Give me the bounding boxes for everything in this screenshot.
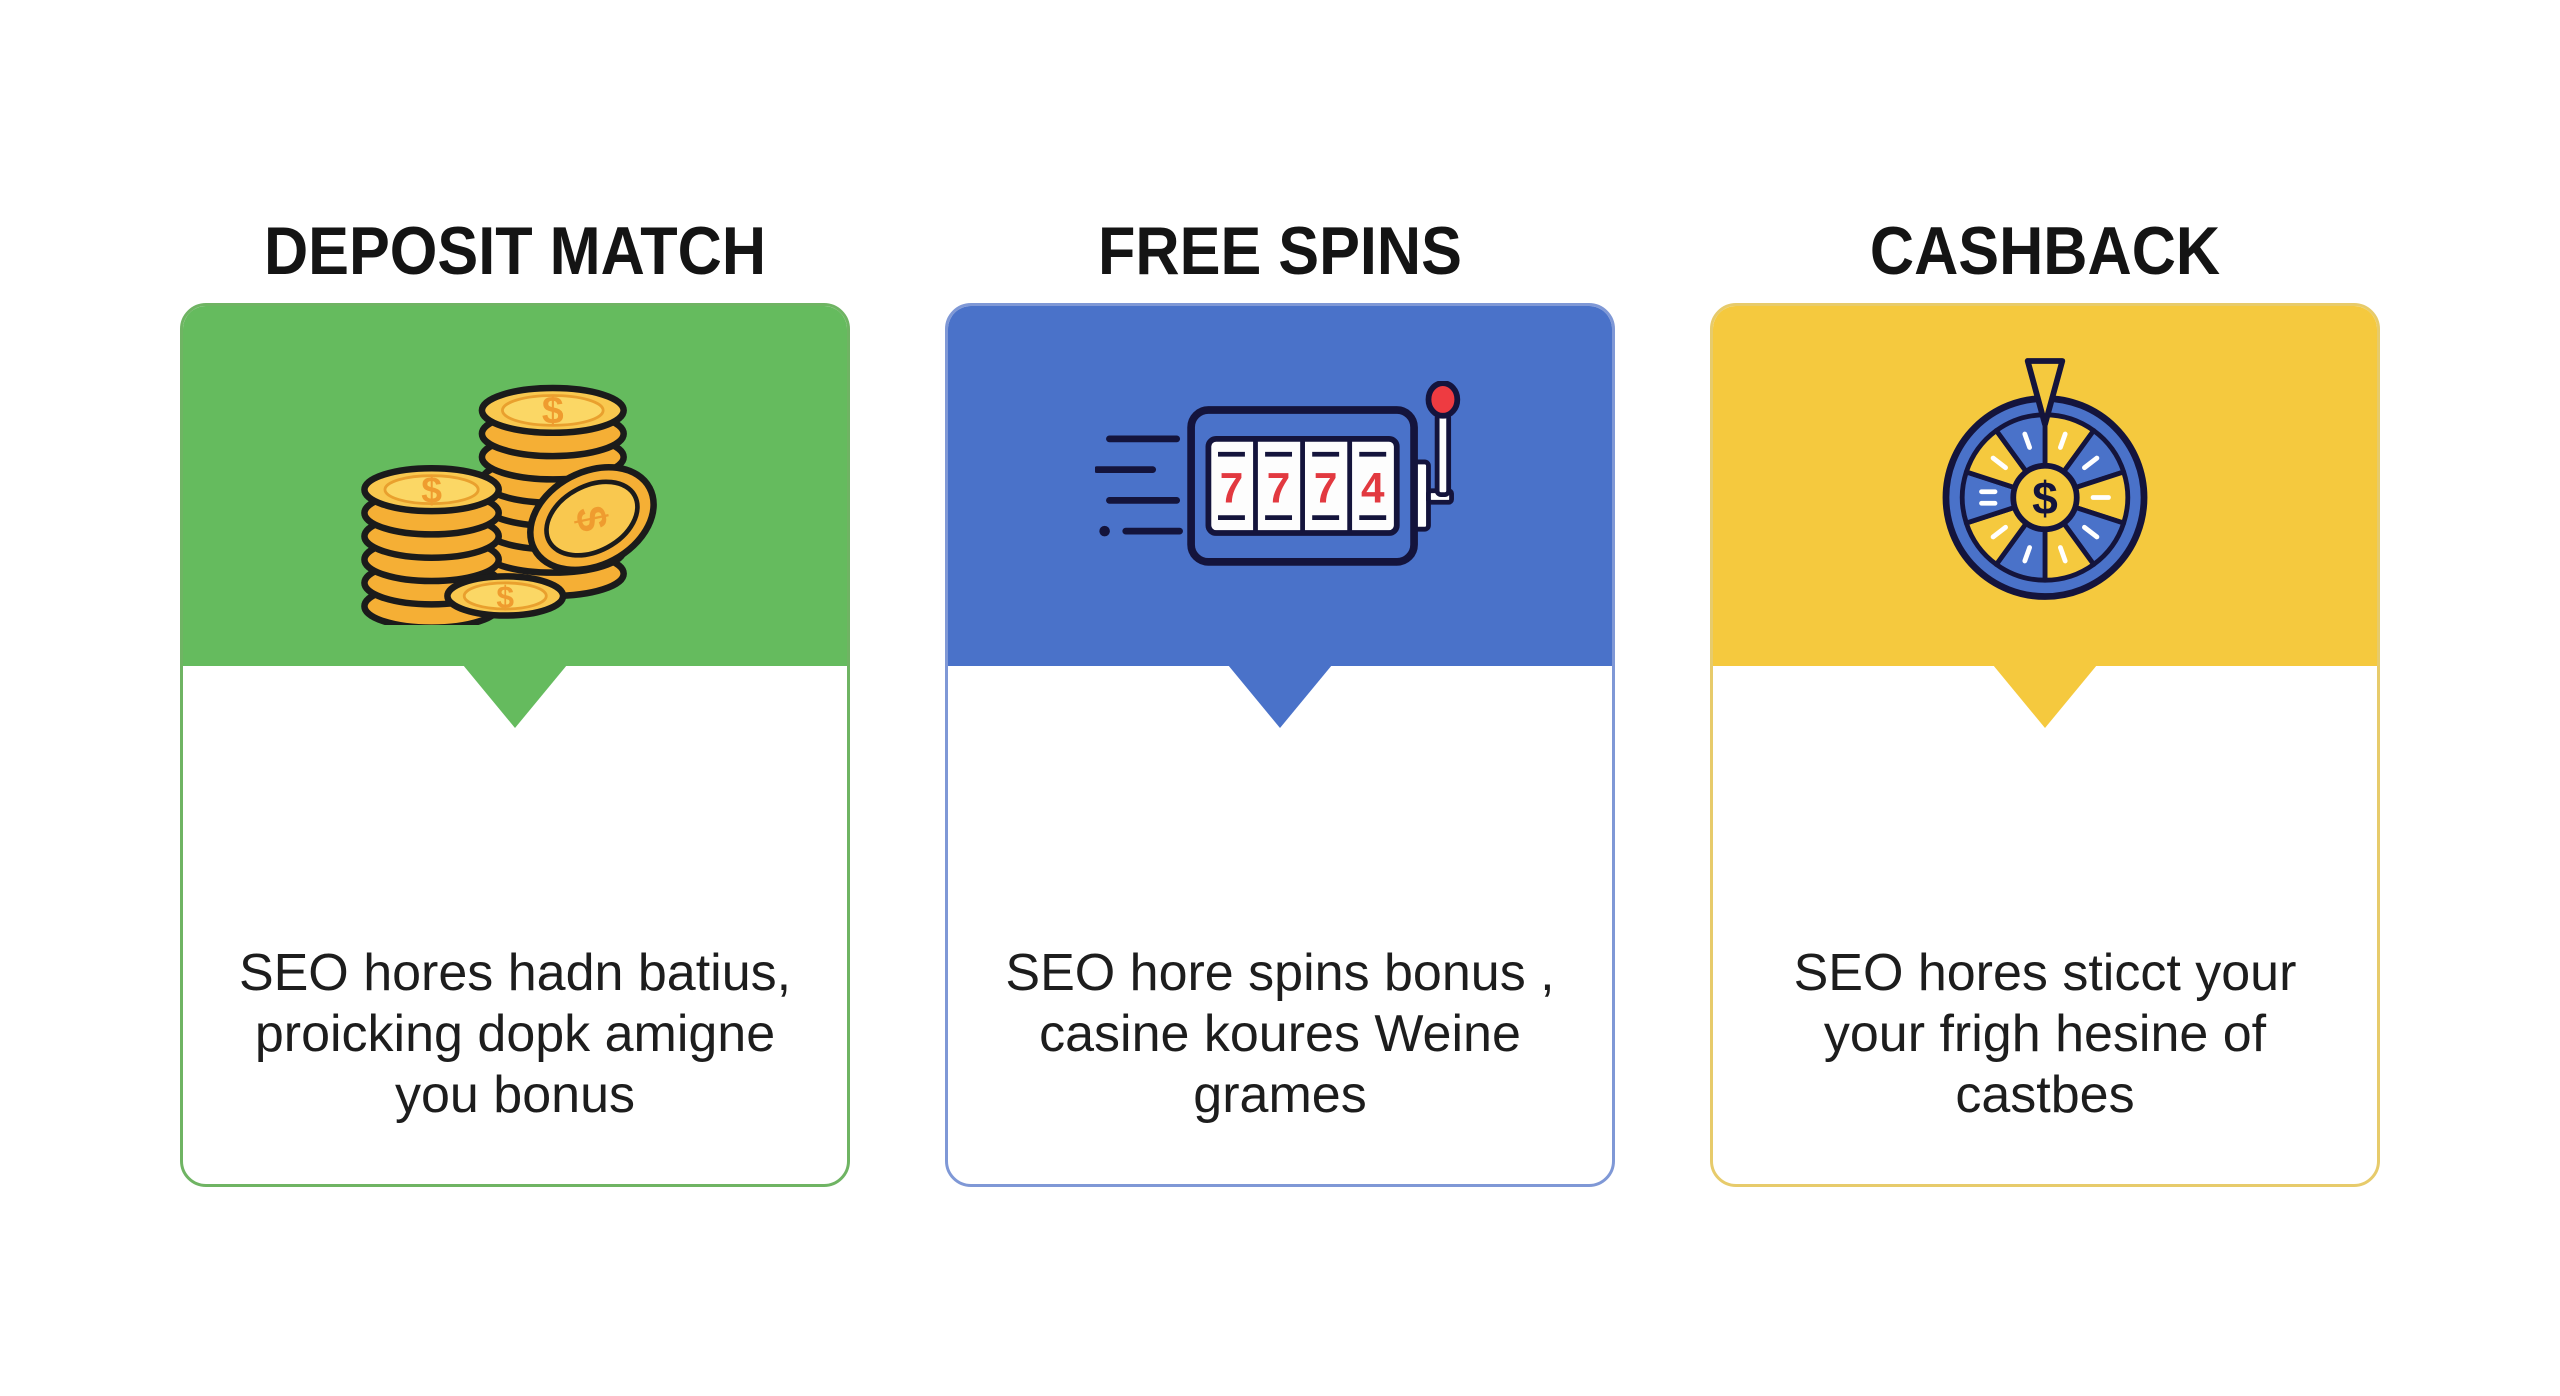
coin-dollar-text: $ [421, 468, 442, 510]
cashback-header: $ [1713, 306, 2377, 728]
cashback-description: SEO hores sticct your your frigh hesine … [1793, 944, 2297, 1124]
coin-dollar-text: $ [541, 389, 563, 432]
reel-digit: 7 [1220, 464, 1244, 511]
slot-machine-icon: 7 7 7 4 [1095, 381, 1461, 566]
wheel-pointer [2024, 357, 2066, 427]
column-cashback: CASHBACK [1710, 215, 2380, 1187]
column-free-spins: FREE SPINS [945, 215, 1615, 1187]
deposit-match-card: $ $ [180, 303, 850, 1187]
column-deposit-match: DEPOSIT MATCH [180, 215, 850, 1187]
header-notch [1228, 665, 1332, 728]
cards-row: DEPOSIT MATCH [180, 215, 2380, 1187]
reel-digit: 7 [1267, 464, 1291, 511]
deposit-match-header: $ $ [183, 306, 847, 728]
reel-digit: 7 [1314, 464, 1338, 511]
deposit-match-title: DEPOSIT MATCH [263, 213, 767, 289]
reel-digit: 4 [1361, 464, 1385, 511]
cashback-card: $ SEO hores sticct your your frigh hesin… [1710, 303, 2380, 1187]
header-notch [1993, 665, 2097, 728]
header-notch [463, 665, 567, 728]
deposit-match-description: SEO hores hadn batius, proicking dopk am… [238, 944, 792, 1124]
coins-icon: $ $ [360, 384, 657, 625]
free-spins-title: FREE SPINS [1098, 213, 1462, 289]
free-spins-card: 7 7 7 4 SEO hore spins bonus , casine ko… [945, 303, 1615, 1187]
prize-wheel-icon: $ [1942, 357, 2148, 600]
free-spins-header: 7 7 7 4 [948, 306, 1612, 728]
wheel-dollar-text: $ [2032, 471, 2058, 523]
cashback-title: CASHBACK [1869, 213, 2221, 289]
free-spins-description: SEO hore spins bonus , casine koures Wei… [1005, 944, 1555, 1124]
coin-dollar-text: $ [496, 579, 514, 615]
